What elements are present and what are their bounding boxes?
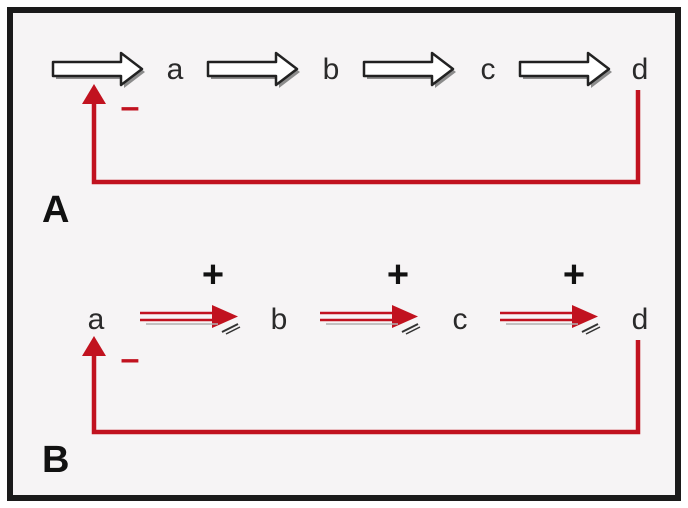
panel-a: a b c d – A [42,51,649,231]
panel-b-inhibition-sign: – [121,340,140,378]
panel-b-node-a: a [88,303,105,336]
hollow-arrow-input [51,51,145,88]
panel-b-feedback-line [91,340,641,435]
panel-b-activation-sign-3: + [563,254,585,296]
hollow-arrow-a-to-b [206,51,300,88]
panel-a-feedback-arrowhead [82,84,106,104]
panel-a-node-b: b [323,53,340,86]
panel-b-feedback-arrowhead [82,336,106,356]
diagram-frame [7,7,681,501]
panel-b-activation-sign-1: + [202,254,224,296]
red-arrow-c-to-d [500,305,601,335]
panel-a-label: A [42,189,69,231]
panel-b-label: B [42,439,69,481]
panel-b-node-d: d [632,303,649,336]
panel-a-node-a: a [167,53,184,86]
hollow-arrow-b-to-c [362,51,456,88]
panel-b-activation-sign-2: + [387,254,409,296]
red-arrow-a-to-b [140,305,241,335]
panel-a-feedback-line [91,90,641,185]
hollow-arrow-c-to-d [518,51,612,88]
panel-b-node-b: b [271,303,288,336]
panel-b: a b c d + + [42,254,648,481]
red-arrow-b-to-c [320,305,421,335]
panel-a-inhibition-sign: – [121,88,140,126]
panel-a-node-d: d [632,53,649,86]
panel-b-node-c: c [453,303,468,336]
panel-a-node-c: c [481,53,496,86]
